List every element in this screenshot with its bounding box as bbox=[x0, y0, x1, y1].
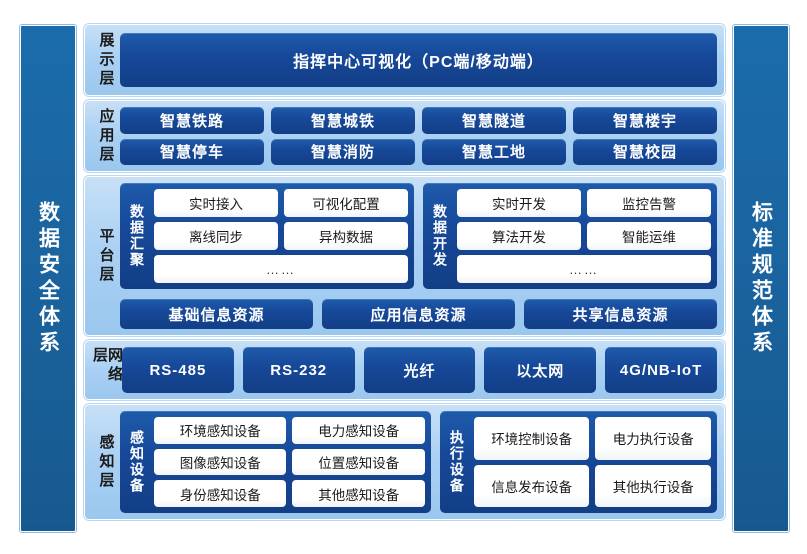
actuator-row-1: 环境控制设备 电力执行设备 bbox=[473, 417, 712, 460]
application-row-2: 智慧停车 智慧消防 智慧工地 智慧校园 bbox=[120, 138, 717, 165]
layer-platform-label: 平台层 bbox=[97, 227, 115, 285]
sense-item[interactable]: 其他感知设备 bbox=[292, 480, 425, 508]
app-item[interactable]: 智慧铁路 bbox=[120, 107, 264, 134]
sense-item[interactable]: 身份感知设备 bbox=[154, 480, 287, 508]
layer-display-label: 展示层 bbox=[97, 31, 115, 89]
group-grid: 环境控制设备 电力执行设备 信息发布设备 其他执行设备 bbox=[473, 417, 712, 507]
layer-application-label: 应用层 bbox=[97, 107, 115, 165]
application-row-1: 智慧铁路 智慧城铁 智慧隧道 智慧楼宇 bbox=[120, 107, 717, 134]
layer-sense-label: 感知层 bbox=[97, 433, 115, 491]
app-item[interactable]: 智慧校园 bbox=[573, 138, 717, 165]
pillar-left-label: 数据安全体系 bbox=[36, 200, 60, 357]
layer-display: 展示层 指挥中心可视化（PC端/移动端） bbox=[83, 23, 726, 97]
pillar-standard-spec: 标准规范体系 bbox=[732, 24, 790, 533]
platform-item[interactable]: 实时接入 bbox=[154, 189, 278, 217]
network-item[interactable]: 4G/NB-IoT bbox=[605, 347, 717, 393]
resource-item[interactable]: 应用信息资源 bbox=[322, 299, 515, 329]
network-item[interactable]: 以太网 bbox=[484, 347, 597, 393]
network-row: RS-485 RS-232 光纤 以太网 4G/NB-IoT bbox=[122, 347, 717, 393]
app-item[interactable]: 智慧停车 bbox=[120, 138, 264, 165]
group-row-3: …… bbox=[457, 255, 711, 283]
layer-network: 网络层 RS-485 RS-232 光纤 以太网 4G/NB-IoT bbox=[83, 339, 726, 401]
network-item[interactable]: RS-232 bbox=[242, 347, 355, 393]
group-title: 数据汇聚 bbox=[129, 204, 145, 268]
sense-item[interactable]: 位置感知设备 bbox=[292, 448, 425, 476]
sense-row-1: 环境感知设备 电力感知设备 bbox=[154, 417, 425, 444]
pillar-data-security: 数据安全体系 bbox=[19, 24, 77, 533]
layer-display-body: 指挥中心可视化（PC端/移动端） bbox=[120, 31, 717, 89]
group-data-aggregation: 数据汇聚 实时接入 可视化配置 离线同步 异构数据 …… bbox=[120, 183, 414, 289]
group-title: 感知设备 bbox=[129, 430, 145, 494]
platform-item[interactable]: 监控告警 bbox=[587, 189, 711, 217]
group-row-2: 离线同步 异构数据 bbox=[154, 222, 408, 250]
actuator-item[interactable]: 其他执行设备 bbox=[595, 464, 712, 507]
group-actuator-devices: 执行设备 环境控制设备 电力执行设备 信息发布设备 其他执行设备 bbox=[439, 411, 717, 513]
app-item[interactable]: 智慧工地 bbox=[422, 138, 566, 165]
group-grid: 实时接入 可视化配置 离线同步 异构数据 …… bbox=[154, 189, 408, 283]
resource-item[interactable]: 共享信息资源 bbox=[524, 299, 717, 329]
layer-network-label: 网络层 bbox=[91, 347, 123, 385]
layer-network-body: RS-485 RS-232 光纤 以太网 4G/NB-IoT bbox=[122, 347, 717, 393]
group-row-1: 实时开发 监控告警 bbox=[457, 189, 711, 217]
sense-row-3: 身份感知设备 其他感知设备 bbox=[154, 480, 425, 508]
group-title: 数据开发 bbox=[432, 204, 448, 268]
platform-item[interactable]: 实时开发 bbox=[457, 189, 581, 217]
layer-application-body: 智慧铁路 智慧城铁 智慧隧道 智慧楼宇 智慧停车 智慧消防 智慧工地 智慧校园 bbox=[120, 107, 717, 165]
platform-groups: 数据汇聚 实时接入 可视化配置 离线同步 异构数据 …… bbox=[120, 183, 717, 289]
group-grid: 实时开发 监控告警 算法开发 智能运维 …… bbox=[457, 189, 711, 283]
platform-item[interactable]: 异构数据 bbox=[284, 222, 408, 250]
group-row-2: 算法开发 智能运维 bbox=[457, 222, 711, 250]
app-item[interactable]: 智慧消防 bbox=[271, 138, 415, 165]
platform-item-more[interactable]: …… bbox=[154, 255, 408, 283]
platform-item-more[interactable]: …… bbox=[457, 255, 711, 283]
platform-resource-row: 基础信息资源 应用信息资源 共享信息资源 bbox=[120, 299, 717, 329]
display-banner[interactable]: 指挥中心可视化（PC端/移动端） bbox=[120, 33, 717, 87]
pillar-right-label: 标准规范体系 bbox=[749, 200, 773, 357]
sense-row-2: 图像感知设备 位置感知设备 bbox=[154, 448, 425, 476]
app-item[interactable]: 智慧隧道 bbox=[422, 107, 566, 134]
layer-sense: 感知层 感知设备 环境感知设备 电力感知设备 图像感知设备 bbox=[83, 403, 726, 521]
actuator-item[interactable]: 电力执行设备 bbox=[595, 417, 712, 460]
sense-item[interactable]: 电力感知设备 bbox=[292, 417, 425, 444]
platform-item[interactable]: 离线同步 bbox=[154, 222, 278, 250]
layer-platform-body: 数据汇聚 实时接入 可视化配置 离线同步 异构数据 …… bbox=[120, 183, 717, 329]
group-data-development: 数据开发 实时开发 监控告警 算法开发 智能运维 …… bbox=[423, 183, 717, 289]
group-title: 执行设备 bbox=[448, 430, 465, 494]
sense-item[interactable]: 图像感知设备 bbox=[154, 448, 287, 476]
layer-stack: 展示层 指挥中心可视化（PC端/移动端） 应用层 智慧铁路 智慧城铁 智慧隧道 … bbox=[83, 23, 726, 530]
actuator-row-2: 信息发布设备 其他执行设备 bbox=[473, 464, 712, 507]
actuator-item[interactable]: 环境控制设备 bbox=[473, 417, 590, 460]
group-sensing-devices: 感知设备 环境感知设备 电力感知设备 图像感知设备 位置感知设备 bbox=[120, 411, 431, 513]
group-row-3: …… bbox=[154, 255, 408, 283]
layer-platform: 平台层 数据汇聚 实时接入 可视化配置 离线同步 异 bbox=[83, 175, 726, 337]
group-row-1: 实时接入 可视化配置 bbox=[154, 189, 408, 217]
platform-item[interactable]: 智能运维 bbox=[587, 222, 711, 250]
group-grid: 环境感知设备 电力感知设备 图像感知设备 位置感知设备 身份感知设备 其他感知设… bbox=[154, 417, 425, 508]
resource-item[interactable]: 基础信息资源 bbox=[120, 299, 313, 329]
actuator-item[interactable]: 信息发布设备 bbox=[473, 464, 590, 507]
sense-item[interactable]: 环境感知设备 bbox=[154, 417, 287, 444]
app-item[interactable]: 智慧城铁 bbox=[271, 107, 415, 134]
sense-groups: 感知设备 环境感知设备 电力感知设备 图像感知设备 位置感知设备 bbox=[120, 411, 717, 513]
layer-sense-body: 感知设备 环境感知设备 电力感知设备 图像感知设备 位置感知设备 bbox=[120, 411, 717, 513]
platform-item[interactable]: 算法开发 bbox=[457, 222, 581, 250]
network-item[interactable]: 光纤 bbox=[363, 347, 476, 393]
layer-application: 应用层 智慧铁路 智慧城铁 智慧隧道 智慧楼宇 智慧停车 智慧消防 智慧工地 智… bbox=[83, 99, 726, 173]
network-item[interactable]: RS-485 bbox=[122, 347, 234, 393]
app-item[interactable]: 智慧楼宇 bbox=[573, 107, 717, 134]
platform-item[interactable]: 可视化配置 bbox=[284, 189, 408, 217]
